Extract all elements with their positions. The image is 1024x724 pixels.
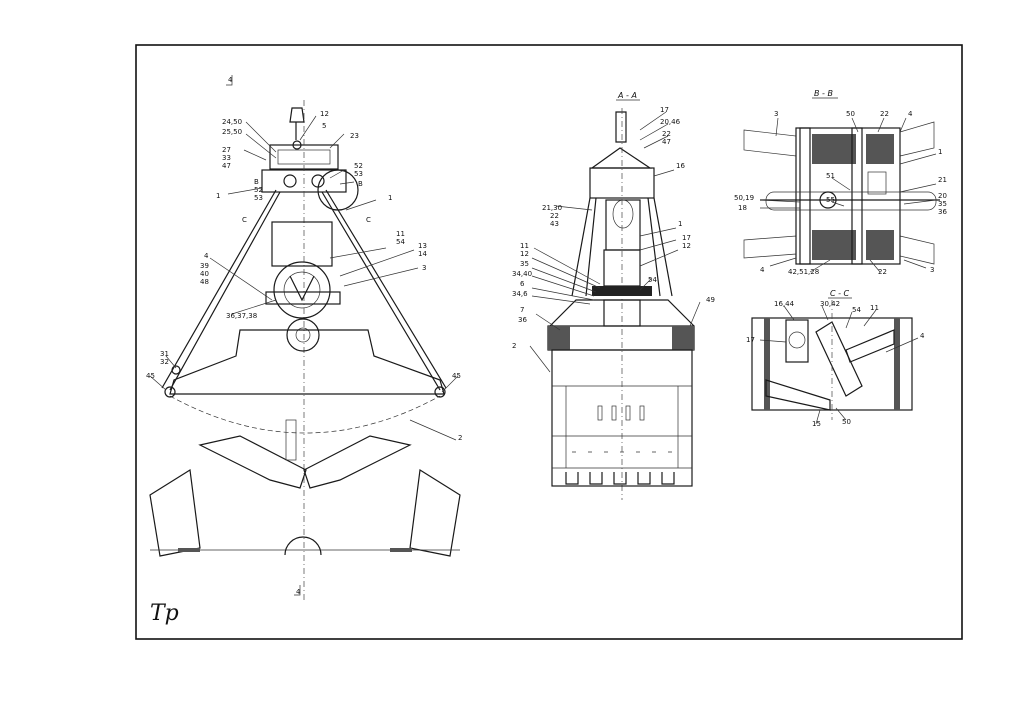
callout: 11 [870,304,879,312]
callout: 4 [204,252,209,260]
callout: 3 [930,266,934,274]
callout: 3 [774,110,778,118]
callout: 52 [254,186,263,194]
callout: 42,51,28 [788,268,819,276]
callout: 52 [354,162,363,170]
callout: 20 [938,192,947,200]
callout: 11 [396,230,405,238]
callout: 55 [826,196,835,204]
section-b-b-view: B - B 3 50 22 4 1 51 21 50,19 18 55 20 [734,89,947,276]
section-c-c-view: C - C 16,44 30,42 54 11 17 4 15 50 [746,289,925,428]
callout: 54 [396,238,405,246]
callout: 25,50 [222,128,242,136]
callout: 4 [760,266,765,274]
callout: 16 [676,162,685,170]
callout: 45 [452,372,461,380]
callout: 49 [706,296,715,304]
c-c-callouts: 16,44 30,42 54 11 17 4 15 50 [746,300,925,428]
callout: 4 [908,110,913,118]
section-mark: C [366,216,371,224]
callout: 35 [938,200,947,208]
section-mark: B [358,180,363,188]
callout: 24,50 [222,118,242,126]
callout: 27 [222,146,231,154]
callout: 50 [846,110,855,118]
callout: 47 [662,138,671,146]
callout: 1 [388,194,392,202]
callout: 54 [648,276,657,284]
callout: 12 [320,110,329,118]
callout: 21 [938,176,947,184]
callout: 36,37,38 [226,312,257,320]
callout: 12 [682,242,691,250]
callout: 34,6 [512,290,528,298]
callout: 22 [880,110,889,118]
callout: 1 [216,192,220,200]
callout: 35 [520,260,529,268]
callout: 50,19 [734,194,754,202]
callout: 30,42 [820,300,840,308]
callout: 54 [852,306,861,314]
callout: 15 [812,420,821,428]
callout: 34,40 [512,270,532,278]
callout: 1 [678,220,682,228]
callout: 31 [160,350,169,358]
callout: 32 [160,358,169,366]
callout: 17 [682,234,691,242]
callout: 21,30 [542,204,562,212]
callout: 50 [842,418,851,426]
section-mark-bottom: 4 [296,588,301,596]
callout: 3 [422,264,426,272]
section-mark: C [242,216,247,224]
callout: 53 [254,194,263,202]
callout: 40 [200,270,209,278]
section-c-c-title: C - C [830,289,850,298]
section-a-a-view: A - A 17 20,46 22 47 [512,91,715,500]
callout: 17 [746,336,755,344]
callout: 20,46 [660,118,681,126]
callout: 5 [322,122,326,130]
callout: 39 [200,262,209,270]
callout: 45 [146,372,155,380]
callout: 7 [520,306,524,314]
callout: 22 [550,212,559,220]
callout: 14 [418,250,427,258]
section-mark-top: 4 [228,76,233,84]
callout: 22 [878,268,887,276]
main-view: 4 4 [146,75,462,600]
callout: 47 [222,162,231,170]
callout: 17 [660,106,669,114]
callout: 53 [354,170,363,178]
sheet-mark: Tp [150,601,179,626]
section-a-a-title: A - A [617,91,637,100]
callout: 11 [520,242,529,250]
drawing-frame [135,44,963,640]
callout: 36 [518,316,527,324]
callout: 23 [350,132,359,140]
section-b-b-title: B - B [814,89,833,98]
section-mark: B [254,178,259,186]
a-a-callouts: 17 20,46 22 47 16 21,30 22 43 1 17 12 11… [512,106,715,350]
callout: 22 [662,130,671,138]
callout: 2 [458,434,462,442]
callout: 13 [418,242,427,250]
callout: 48 [200,278,209,286]
b-b-callouts: 3 50 22 4 1 51 21 50,19 18 55 20 35 36 4… [734,110,947,276]
callout: 1 [938,148,942,156]
callout: 2 [512,342,516,350]
callout: 51 [826,172,835,180]
callout: 33 [222,154,231,162]
callout: 43 [550,220,559,228]
main-callouts: 12 5 23 24,50 25,50 27 33 47 52 53 52 53… [146,110,462,442]
callout: 16,44 [774,300,795,308]
callout: 4 [920,332,925,340]
callout: 18 [738,204,747,212]
callout: 36 [938,208,947,216]
callout: 12 [520,250,529,258]
callout: 6 [520,280,525,288]
